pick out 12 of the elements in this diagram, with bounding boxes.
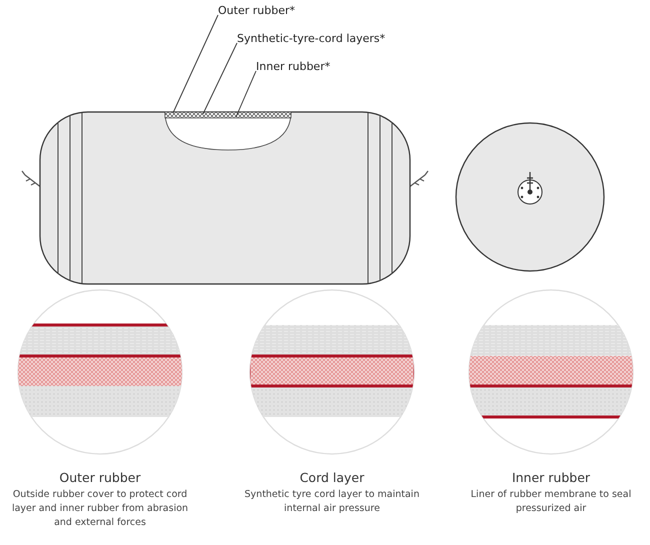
leader-line [202,42,238,114]
layer-heading: Inner rubber [510,470,592,485]
layer-description: Synthetic tyre cord layer to maintain internal air pressure [244,488,420,516]
part-label: Inner rubber* [256,60,330,73]
layer-heading: Outer rubber [58,470,142,485]
layer-description: Outside rubber cover to protect cord layer and inner rubber from abrasion and external forces [10,488,190,530]
leader-line [236,70,256,118]
layer-description: Liner of rubber membrane to seal pressurized air [470,488,632,516]
part-label: Outer rubber* [218,4,295,17]
layer-heading: Cord layer [298,470,366,485]
leader-line [172,14,218,114]
part-label: Synthetic-tyre-cord layers* [237,32,386,45]
